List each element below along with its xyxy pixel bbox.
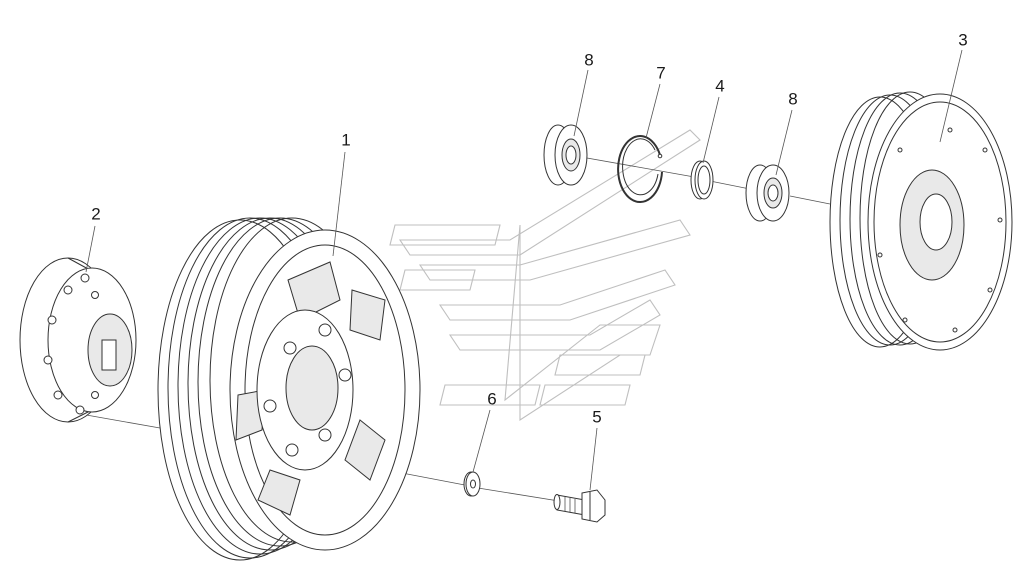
hub-flange-icon	[19, 257, 137, 423]
callout-6: 6	[487, 389, 497, 409]
callout-8-right: 8	[788, 89, 798, 109]
washer-icon	[463, 471, 481, 497]
watermark-logo	[389, 129, 701, 422]
callout-8-left: 8	[584, 50, 594, 70]
callout-3: 3	[958, 30, 968, 50]
callout-2: 2	[91, 204, 101, 224]
bearing-icon	[745, 164, 790, 222]
callout-5: 5	[592, 407, 602, 427]
pulley-secondary-icon	[829, 91, 1013, 351]
leader-lines	[85, 49, 963, 491]
spacer-ring-icon	[690, 160, 714, 200]
callout-4: 4	[715, 76, 725, 96]
bearing-icon	[543, 124, 588, 186]
callout-1: 1	[341, 130, 351, 150]
bolt-icon	[553, 489, 606, 523]
pulley-main-icon	[157, 217, 421, 561]
callout-7: 7	[656, 63, 666, 83]
